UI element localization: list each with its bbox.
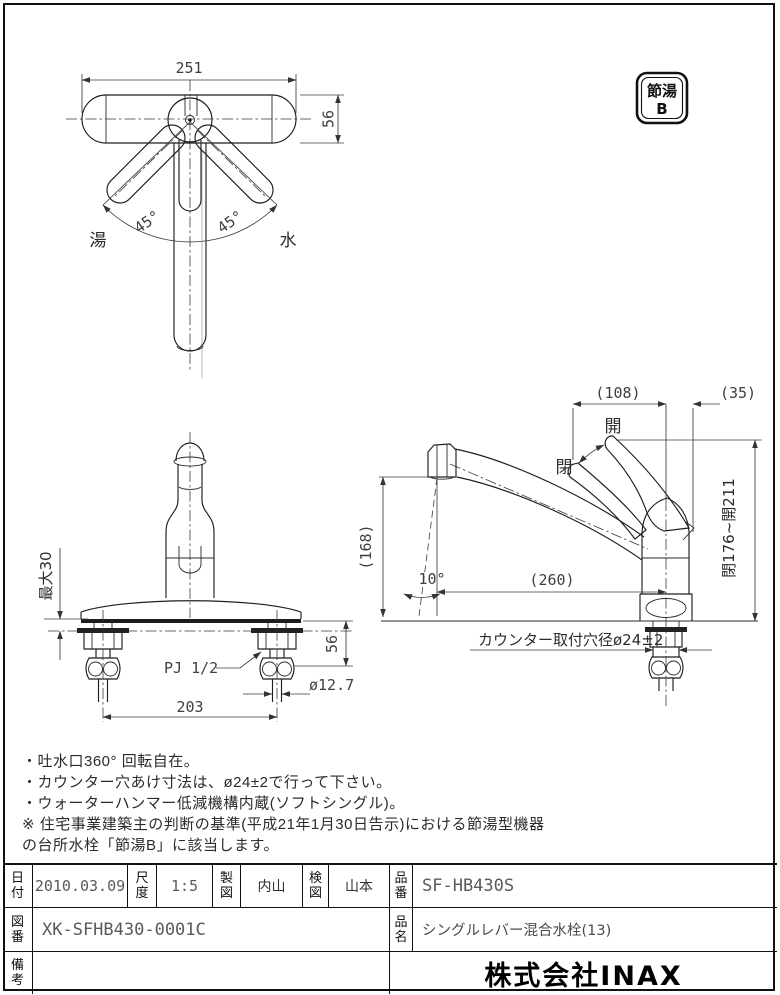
product-name-value: シングルレバー混合水栓(13) — [413, 908, 777, 952]
dim-angle-right: 45° — [214, 207, 247, 237]
remarks-value — [33, 952, 390, 994]
remarks-label: 備考 — [3, 952, 33, 994]
note-line: ・カウンター穴あけ寸法は、ø24±2で行って下さい。 — [22, 774, 392, 791]
note-line: の台所水栓「節湯B」に該当します。 — [22, 837, 280, 854]
eco-badge: 節湯 B — [635, 71, 689, 125]
dim-handle-right: (35) — [720, 384, 756, 402]
thread-label: PJ 1/2 — [164, 659, 218, 677]
open-label: 開 — [605, 417, 622, 437]
product-no-value: SF-HB430S — [413, 865, 777, 908]
note-line: ・吐水口360° 回転自在。 — [22, 753, 200, 770]
dim-spout-height: (168) — [357, 524, 375, 569]
company-name: 株式会社INAX — [484, 960, 683, 992]
dim-max-counter: 最大30 — [37, 551, 55, 600]
product-no-label: 品番 — [390, 865, 413, 908]
counter-hole-label: カウンター取付穴径ø24±2 — [478, 631, 663, 649]
product-name-label: 品名 — [390, 908, 413, 952]
front-right-shank — [251, 610, 303, 722]
close-label: 閉 — [556, 458, 573, 478]
dim-spout-angle: 10° — [418, 570, 445, 588]
note-line: ・ウォーターハンマー低減機構内蔵(ソフトシングル)。 — [22, 795, 405, 812]
dim-top-depth: 56 — [320, 110, 338, 128]
technical-drawing: 251 56 45° 45° 湯 水 節湯 B — [37, 59, 762, 722]
date-label: 日付 — [3, 865, 33, 908]
badge-text: 節湯 — [647, 82, 677, 100]
dim-handle-range: 閉176~開211 — [720, 478, 738, 578]
dim-angle-left: 45° — [131, 207, 164, 237]
checker-label: 検図 — [303, 865, 329, 908]
dim-handle-reach: (108) — [595, 384, 640, 402]
dim-under-counter: 56 — [323, 635, 341, 653]
date-value: 2010.03.09 — [33, 865, 128, 908]
front-view: 最大30 PJ 1/2 56 ø12.7 203 — [37, 432, 354, 722]
drawing-no-label: 図番 — [3, 908, 33, 952]
side-shank — [645, 621, 687, 691]
dim-spout-reach: (260) — [529, 571, 574, 589]
dim-top-width: 251 — [175, 59, 202, 77]
drawing-no-value: XK-SFHB430-0001C — [33, 908, 390, 952]
cold-label: 水 — [280, 231, 297, 251]
note-line: ※ 住宅事業建築主の判断の基準(平成21年1月30日告示)における節湯型機器 — [22, 816, 545, 833]
front-left-shank — [77, 610, 129, 722]
badge-grade: B — [656, 100, 667, 118]
title-block: 日付 2010.03.09 尺度 1:5 製図 内山 検図 山本 品番 SF-H… — [3, 863, 777, 994]
scale-label: 尺度 — [128, 865, 157, 908]
top-view: 251 56 45° 45° 湯 水 — [66, 59, 344, 378]
notes: ・吐水口360° 回転自在。 ・カウンター穴あけ寸法は、ø24±2で行って下さい… — [22, 751, 742, 856]
dim-pipe-dia: ø12.7 — [309, 676, 354, 694]
scale-value: 1:5 — [157, 865, 213, 908]
drafter-label: 製図 — [213, 865, 241, 908]
checker-value: 山本 — [329, 865, 390, 908]
hot-label: 湯 — [90, 231, 107, 251]
dim-shank-span: 203 — [176, 698, 203, 716]
side-view: (108) (35) 開 閉 閉176~開211 (168) 10° (260)… — [357, 384, 762, 708]
drafter-value: 内山 — [241, 865, 303, 908]
